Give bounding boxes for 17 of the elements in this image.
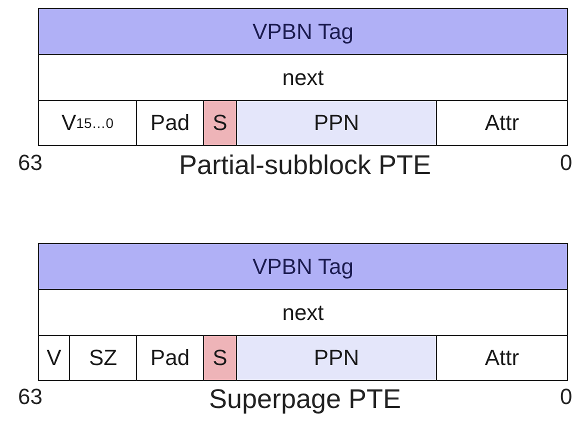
bit-index: 63 [18, 150, 42, 176]
bit-field: VPBN Tag [38, 243, 568, 290]
bit-field: next [38, 289, 568, 336]
bit-field: S [203, 100, 237, 146]
bit-index: 63 [18, 384, 42, 410]
bit-index: 0 [560, 384, 572, 410]
caption-text: Partial-subblock PTE [178, 150, 432, 181]
bit-field: Attr [436, 335, 568, 381]
bit-field: V [38, 335, 70, 381]
bit-field: PPN [236, 100, 437, 146]
bit-field: Attr [436, 100, 568, 146]
bit-index: 0 [560, 150, 572, 176]
caption-text: Superpage PTE [208, 384, 402, 415]
bit-field: PPN [236, 335, 437, 381]
bit-field: S [203, 335, 237, 381]
bit-field: next [38, 54, 568, 101]
bit-field: VPBN Tag [38, 8, 568, 55]
